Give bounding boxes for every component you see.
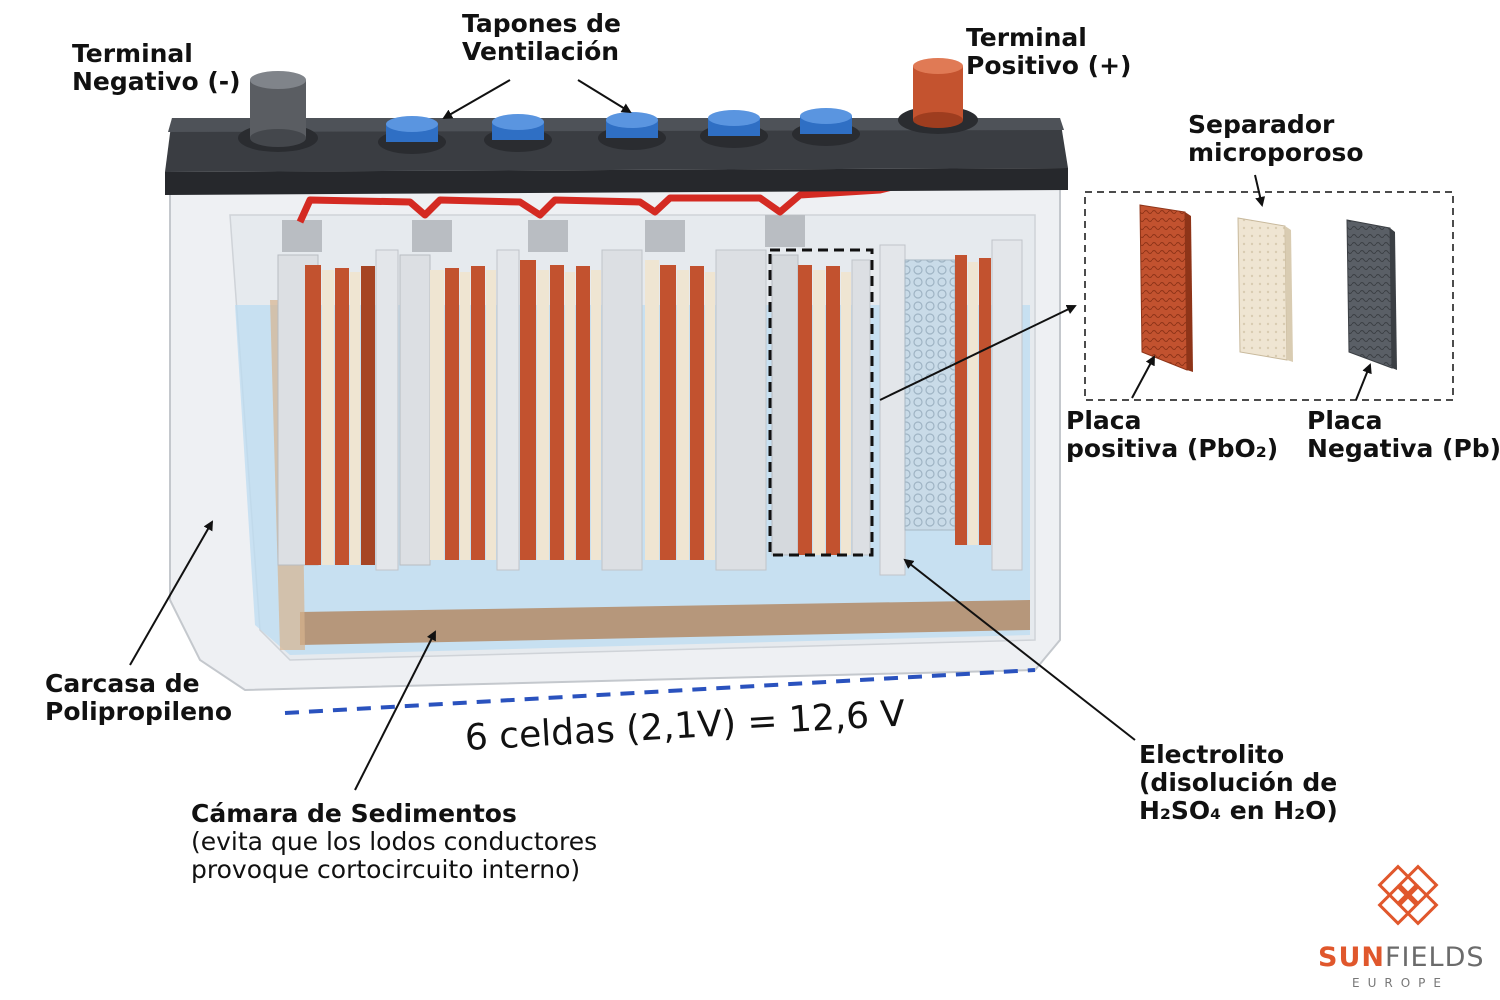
brand-sun: SUN bbox=[1318, 942, 1385, 973]
label-separator: Separador microporoso bbox=[1188, 111, 1364, 167]
label-line: Placa bbox=[1307, 406, 1383, 435]
arrow-vent-right bbox=[577, 79, 632, 114]
label-pos-terminal: Terminal Positivo (+) bbox=[966, 24, 1131, 80]
label-line: Separador bbox=[1188, 110, 1335, 139]
label-line: microporoso bbox=[1188, 138, 1364, 167]
label-line: Negativa (Pb) bbox=[1307, 434, 1500, 463]
label-pos-plate: Placa positiva (PbO₂) bbox=[1066, 407, 1278, 463]
label-neg-plate: Placa Negativa (Pb) bbox=[1307, 407, 1500, 463]
label-line: Placa bbox=[1066, 406, 1142, 435]
cells bbox=[277, 215, 1023, 576]
label-line: Tapones de bbox=[462, 9, 621, 38]
label-line: Positivo (+) bbox=[966, 51, 1132, 80]
vent-cap-5 bbox=[792, 108, 860, 146]
label-line: Terminal bbox=[966, 23, 1087, 52]
inset-separator bbox=[1237, 217, 1293, 362]
vent-cap-3 bbox=[598, 112, 666, 150]
brand-subtitle: EUROPE bbox=[1352, 976, 1449, 990]
label-line: positiva (PbO₂) bbox=[1066, 434, 1279, 463]
arrow-positive-plate bbox=[1131, 355, 1155, 399]
inset-positive-plate bbox=[1139, 204, 1193, 372]
label-line: (disolución de bbox=[1139, 768, 1338, 797]
brand-wordmark: SUNFIELDS bbox=[1318, 942, 1485, 973]
arrow-vent-left bbox=[442, 79, 511, 119]
negative-terminal bbox=[238, 71, 318, 152]
sediment-chamber bbox=[300, 600, 1030, 645]
vent-caps bbox=[378, 108, 860, 154]
pointer-lines bbox=[129, 79, 1372, 791]
label-neg-terminal: Terminal Negativo (-) bbox=[72, 40, 241, 96]
label-sediment-note: (evita que los lodos conductores provoqu… bbox=[191, 828, 597, 884]
cells-dashed-line bbox=[284, 668, 1036, 715]
label-vent-caps: Tapones de Ventilación bbox=[462, 10, 621, 66]
arrow-electrolyte bbox=[903, 558, 1136, 741]
sunfields-logo-icon bbox=[1377, 864, 1439, 926]
vent-cap-1 bbox=[378, 116, 446, 154]
label-electrolyte: Electrolito (disolución de H₂SO₄ en H₂O) bbox=[1139, 741, 1338, 825]
arrow-negative-plate bbox=[1355, 363, 1372, 401]
vent-cap-2 bbox=[484, 114, 552, 152]
arrow-separator bbox=[1254, 174, 1266, 207]
label-casing: Carcasa de Polipropileno bbox=[45, 670, 232, 726]
label-line: Negativo (-) bbox=[72, 67, 241, 96]
label-line: Cámara de Sedimentos bbox=[191, 799, 517, 828]
label-line: provoque cortocircuito interno) bbox=[191, 855, 581, 884]
label-line: Ventilación bbox=[462, 37, 620, 66]
label-line: (evita que los lodos conductores bbox=[191, 827, 598, 856]
label-line: Terminal bbox=[72, 39, 193, 68]
inset-negative-plate bbox=[1346, 219, 1397, 370]
arrow-sediment bbox=[354, 630, 436, 791]
label-line: Carcasa de bbox=[45, 669, 200, 698]
vent-cap-4 bbox=[700, 110, 768, 148]
label-line: Polipropileno bbox=[45, 697, 232, 726]
arrow-inset bbox=[879, 304, 1077, 401]
brand-fields: FIELDS bbox=[1384, 942, 1485, 973]
cell-highlight-box bbox=[768, 248, 874, 557]
label-line: H₂SO₄ en H₂O) bbox=[1139, 796, 1338, 825]
positive-terminal bbox=[898, 58, 978, 134]
label-line: Electrolito bbox=[1139, 740, 1285, 769]
arrow-casing bbox=[129, 520, 213, 666]
inset-box bbox=[1084, 191, 1454, 401]
label-sediment-title: Cámara de Sedimentos bbox=[191, 800, 517, 828]
